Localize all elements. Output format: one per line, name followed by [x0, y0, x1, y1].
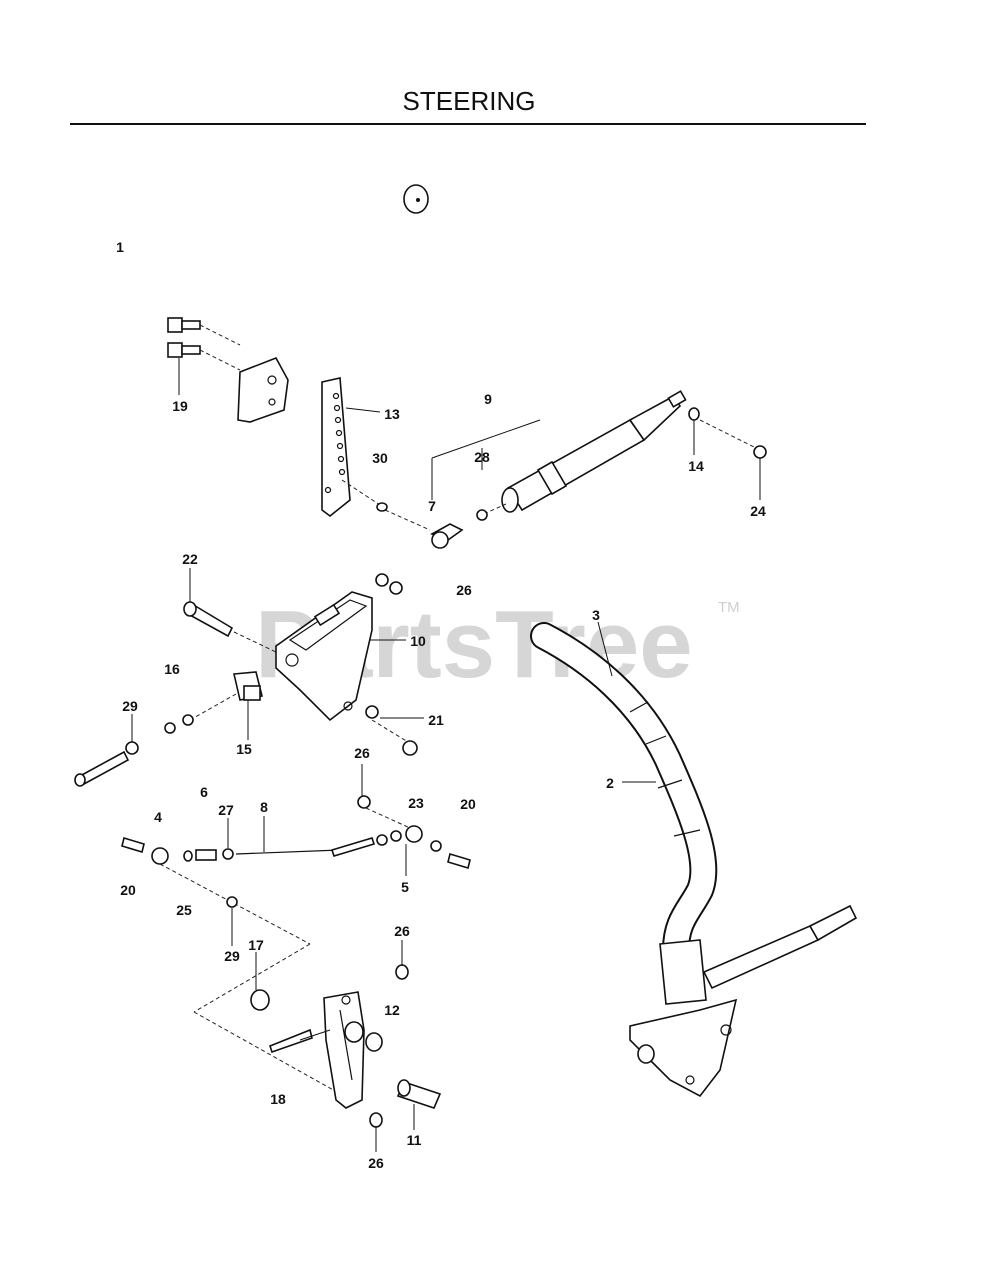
callout-29-upper: 29 — [122, 698, 138, 714]
part-mount-plate — [237, 356, 289, 423]
callout-2: 2 — [606, 775, 614, 791]
callout-15: 15 — [236, 741, 252, 757]
callout-5: 5 — [401, 879, 409, 895]
part-bracket-15 — [74, 671, 263, 787]
callout-4: 4 — [154, 809, 162, 825]
callout-20-right: 20 — [460, 796, 476, 812]
part-adjuster-bar-13 — [321, 377, 431, 531]
callout-27: 27 — [218, 802, 234, 818]
part-steering-handle-upper — [183, 138, 429, 351]
callout-6: 6 — [200, 784, 208, 800]
callout-26-lower: 26 — [368, 1155, 384, 1171]
callout-26-mid: 26 — [354, 745, 370, 761]
part-damper-9 — [430, 390, 767, 549]
part-pivot-bracket-10 — [275, 573, 418, 756]
assembly-guide-lines — [159, 863, 345, 1097]
callout-8: 8 — [260, 799, 268, 815]
callout-14: 14 — [688, 458, 704, 474]
callout-7: 7 — [428, 498, 436, 514]
callout-18: 18 — [270, 1091, 286, 1107]
callout-30: 30 — [372, 450, 388, 466]
part-lower-arm-12 — [250, 964, 442, 1128]
callout-16: 16 — [164, 661, 180, 677]
callout-26-upper: 26 — [456, 582, 472, 598]
callout-21: 21 — [428, 712, 444, 728]
callout-12: 12 — [384, 1002, 400, 1018]
callout-26-right: 26 — [394, 923, 410, 939]
watermark-trademark: TM — [718, 599, 740, 616]
callout-11: 11 — [407, 1132, 422, 1148]
callout-29-lower: 29 — [224, 948, 240, 964]
callout-25: 25 — [176, 902, 192, 918]
callout-22: 22 — [182, 551, 198, 567]
part-bolts-19 — [167, 317, 241, 371]
callout-20-left: 20 — [120, 882, 136, 898]
callout-19: 19 — [172, 398, 188, 414]
callout-1: 1 — [116, 239, 124, 255]
callout-labels: 1 19 13 9 30 28 7 14 24 22 26 10 3 16 29… — [116, 239, 766, 1171]
part-pin-22 — [183, 601, 277, 653]
part-linkage-rod-8 — [121, 795, 471, 870]
callout-9: 9 — [484, 391, 492, 407]
page-title: STEERING — [403, 86, 536, 116]
callout-17: 17 — [248, 937, 264, 953]
callout-10: 10 — [410, 633, 426, 649]
part-steering-handle-right — [530, 622, 858, 1098]
callout-13: 13 — [384, 406, 400, 422]
callout-24: 24 — [750, 503, 766, 519]
callout-23: 23 — [408, 795, 424, 811]
callout-28: 28 — [474, 449, 490, 465]
callout-3: 3 — [592, 607, 600, 623]
leader-lines — [131, 358, 761, 1152]
